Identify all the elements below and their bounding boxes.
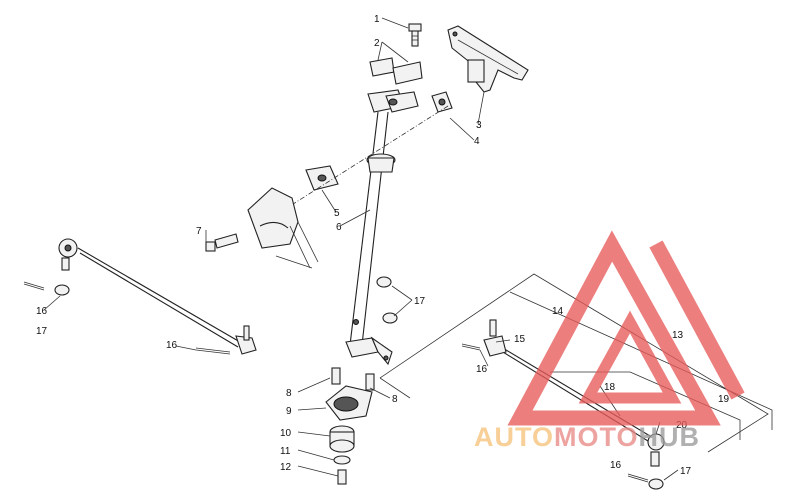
- watermark-logo: AUTOMOTOHUB: [474, 230, 745, 452]
- block-4: [431, 91, 453, 113]
- callout-16c: 16: [476, 364, 488, 375]
- callout-16d: 16: [610, 460, 622, 471]
- callout-18: 18: [604, 382, 616, 393]
- steering-post: [345, 111, 396, 366]
- callout-10: 10: [280, 428, 292, 439]
- cap-2: [369, 57, 423, 85]
- callout-labels: 1 2 3 4 5 6 7 8 8 9 10 11 12 13 14 15 16…: [36, 14, 730, 477]
- callout-17b: 17: [414, 296, 426, 307]
- callout-7: 7: [196, 226, 202, 237]
- callout-9: 9: [286, 406, 292, 417]
- bearing-block: [367, 89, 419, 113]
- block-5: [305, 165, 339, 191]
- callout-13: 13: [672, 330, 684, 341]
- bolt-1: [408, 23, 422, 47]
- callout-4: 4: [474, 136, 480, 147]
- nuts-17: [376, 276, 398, 324]
- callout-8a: 8: [286, 388, 292, 399]
- callout-16a: 16: [36, 306, 48, 317]
- bolt-7: [205, 233, 239, 252]
- callout-16b: 16: [166, 340, 178, 351]
- callout-17c: 17: [680, 466, 692, 477]
- callout-19: 19: [718, 394, 730, 405]
- callout-15: 15: [514, 334, 526, 345]
- callout-5: 5: [334, 208, 340, 219]
- watermark-word-auto: AUTO: [474, 422, 554, 452]
- callout-8b: 8: [392, 394, 398, 405]
- svg-text:AUTOMOTOHUB: AUTOMOTOHUB: [474, 422, 700, 452]
- callout-17a: 17: [36, 326, 48, 337]
- cotter-pin: [461, 343, 649, 483]
- callout-2: 2: [374, 38, 380, 49]
- callout-1: 1: [374, 14, 380, 25]
- watermark-word-moto: MOTO: [554, 422, 639, 452]
- watermark-triangle-icon: [507, 230, 745, 426]
- callout-14: 14: [552, 306, 564, 317]
- watermark-word-hub: HUB: [639, 422, 701, 452]
- callout-12: 12: [280, 462, 292, 473]
- cotter-pin: [23, 281, 231, 355]
- assembly-outline: [379, 273, 773, 453]
- leader-lines: [43, 17, 679, 481]
- callout-3: 3: [476, 120, 482, 131]
- callout-11: 11: [280, 446, 291, 457]
- callout-6: 6: [336, 222, 342, 233]
- flange-bearing: [325, 367, 375, 485]
- left-tie-rod: [54, 238, 257, 355]
- bracket-3: [447, 25, 529, 93]
- mount-bracket: [247, 187, 319, 269]
